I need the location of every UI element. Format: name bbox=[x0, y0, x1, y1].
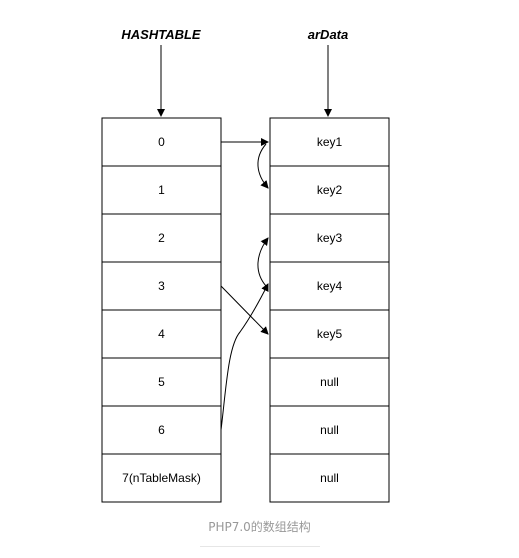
hashtable-slot-2: 2 bbox=[101, 213, 222, 263]
slot-label: 3 bbox=[158, 279, 165, 293]
figure-caption: PHP7.0的数组结构 bbox=[208, 520, 311, 534]
hashtable-column: 0 1 2 3 4 5 6 7(nTableMask) bbox=[101, 117, 222, 503]
hashtable-slot-4: 4 bbox=[101, 309, 222, 359]
hashtable-slot-5: 5 bbox=[101, 357, 222, 407]
slot-label: 0 bbox=[158, 135, 165, 149]
hashtable-slot-6: 6 bbox=[101, 405, 222, 455]
slot-label: 1 bbox=[158, 183, 165, 197]
hashtable-slot-1: 1 bbox=[101, 165, 222, 215]
ardata-bucket-5: null bbox=[269, 357, 390, 407]
bucket-label: key3 bbox=[317, 231, 343, 245]
ardata-bucket-6: null bbox=[269, 405, 390, 455]
slot-label: 7(nTableMask) bbox=[122, 471, 201, 485]
ardata-bucket-4: key5 bbox=[269, 309, 390, 359]
bucket-label: key1 bbox=[317, 135, 343, 149]
hashtable-slot-7: 7(nTableMask) bbox=[101, 453, 222, 503]
bucket-label: key5 bbox=[317, 327, 343, 341]
ardata-bucket-2: key3 bbox=[269, 213, 390, 263]
ardata-column: key1 key2 key3 key4 key5 null null null bbox=[269, 117, 390, 503]
caption-divider bbox=[200, 546, 320, 547]
ardata-title: arData bbox=[308, 27, 348, 42]
bucket-label: null bbox=[320, 471, 339, 485]
slot3-to-key5-arrow bbox=[220, 285, 269, 335]
slot-label: 6 bbox=[158, 423, 165, 437]
key1-to-key2-arrow bbox=[257, 143, 269, 189]
key4-to-key3-arrow bbox=[257, 237, 269, 287]
bucket-label: null bbox=[320, 423, 339, 437]
bucket-label: null bbox=[320, 375, 339, 389]
hashtable-slot-0: 0 bbox=[101, 117, 222, 167]
ardata-bucket-0: key1 bbox=[269, 117, 390, 167]
ardata-bucket-7: null bbox=[269, 453, 390, 503]
ardata-bucket-1: key2 bbox=[269, 165, 390, 215]
ardata-bucket-3: key4 bbox=[269, 261, 390, 311]
bucket-label: key4 bbox=[317, 279, 343, 293]
slot-label: 2 bbox=[158, 231, 165, 245]
slot-label: 4 bbox=[158, 327, 165, 341]
slot6-to-key4-arrow bbox=[220, 283, 269, 431]
hashtable-slot-3: 3 bbox=[101, 261, 222, 311]
hashtable-title: HASHTABLE bbox=[121, 27, 201, 42]
slot-label: 5 bbox=[158, 375, 165, 389]
bucket-label: key2 bbox=[317, 183, 343, 197]
